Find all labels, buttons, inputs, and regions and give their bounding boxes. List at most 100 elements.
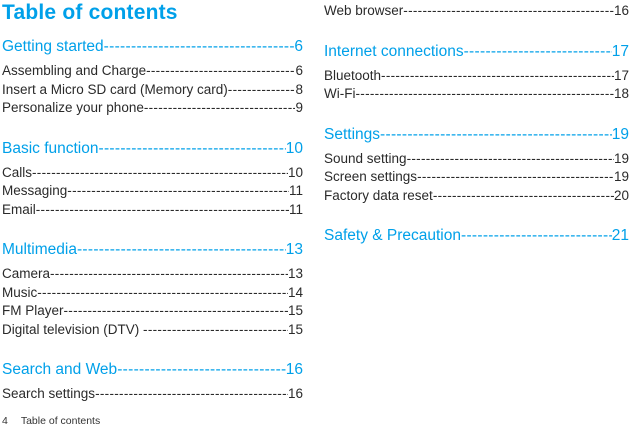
dash-leader: ----------------------------------------… — [355, 86, 613, 101]
toc-group-search-and-web: Search and Web--------------------------… — [2, 361, 303, 404]
toc-entry: Personalize your phone------------------… — [2, 99, 303, 118]
toc-entry: Insert a Micro SD card (Memory card)----… — [2, 81, 303, 100]
entry-label: Music — [2, 284, 38, 300]
toc-entry: Web browser-----------------------------… — [324, 2, 629, 21]
toc-entry: Digital television (DTV) ---------------… — [2, 321, 303, 340]
dash-leader: ----------------------------------------… — [50, 266, 288, 281]
dash-leader: ----------------------------------------… — [146, 63, 295, 78]
entry-page-number: 14 — [287, 284, 303, 300]
dash-leader: ----------------------------------------… — [381, 67, 614, 83]
section-page-number: 17 — [611, 42, 629, 60]
dash-leader: ----------------------------------------… — [37, 284, 288, 300]
section-page-number: 13 — [285, 241, 303, 258]
dash-leader: ----------------------------------------… — [461, 227, 612, 244]
entry-label: Wi-Fi — [324, 86, 356, 101]
section-label: Safety & Precaution — [324, 227, 461, 244]
dash-leader: ----------------------------------------… — [143, 321, 288, 337]
entry-page-number: 16 — [613, 3, 629, 18]
dash-leader: ----------------------------------------… — [117, 361, 286, 378]
dash-leader: ----------------------------------------… — [98, 139, 286, 157]
entry-page-number: 15 — [287, 321, 303, 337]
entry-page-number: 13 — [287, 266, 303, 281]
entry-label: Insert a Micro SD card (Memory card) — [2, 81, 228, 97]
dash-leader: ----------------------------------------… — [35, 201, 289, 217]
entry-label: Assembling and Charge — [2, 63, 147, 78]
entry-page-number: 20 — [613, 187, 629, 203]
toc-entry: Screen settings-------------------------… — [324, 168, 629, 187]
dash-leader: ----------------------------------------… — [227, 81, 296, 97]
entry-page-number: 17 — [613, 67, 629, 83]
entry-page-number: 6 — [295, 63, 303, 78]
toc-section-heading: Basic function--------------------------… — [2, 140, 303, 157]
entry-page-number: 11 — [288, 201, 303, 217]
toc-entry: Search settings-------------------------… — [2, 385, 303, 404]
section-page-number: 19 — [611, 125, 629, 143]
entry-page-number: 19 — [613, 150, 629, 166]
toc-entry: FM Player-------------------------------… — [2, 302, 303, 321]
entry-page-number: 11 — [288, 183, 303, 198]
dash-leader: ----------------------------------------… — [463, 42, 612, 60]
toc-entry: Messaging-------------------------------… — [2, 182, 303, 201]
entry-page-number: 15 — [287, 303, 303, 318]
dash-leader: ----------------------------------------… — [406, 150, 614, 166]
toc-group-getting-started: Getting started-------------------------… — [2, 38, 303, 118]
toc-section-heading: Search and Web--------------------------… — [2, 361, 303, 378]
toc-group-settings: Settings--------------------------------… — [324, 126, 629, 206]
section-page-number: 21 — [611, 227, 629, 244]
entry-label: Web browser — [324, 3, 404, 18]
toc-section-heading: Getting started-------------------------… — [2, 38, 303, 55]
dash-leader: ----------------------------------------… — [380, 125, 612, 143]
entry-label: Sound setting — [324, 150, 407, 166]
toc-entry: Sound setting---------------------------… — [324, 150, 629, 169]
toc-entry: Camera----------------------------------… — [2, 265, 303, 284]
dash-leader: ----------------------------------------… — [32, 164, 288, 180]
toc-group-multimedia: Multimedia------------------------------… — [2, 241, 303, 339]
dash-leader: ----------------------------------------… — [76, 241, 286, 258]
entry-label: Screen settings — [324, 169, 418, 184]
entry-label: Factory data reset — [324, 187, 433, 203]
toc-entry: Music-----------------------------------… — [2, 284, 303, 303]
toc-section-heading: Safety & Precaution---------------------… — [324, 227, 629, 244]
toc-entry: Bluetooth-------------------------------… — [324, 67, 629, 86]
page-title: Table of contents — [2, 1, 178, 24]
entry-label: Calls — [2, 164, 33, 180]
entry-page-number: 16 — [287, 386, 303, 401]
entry-label: Camera — [2, 266, 51, 281]
entry-page-number: 18 — [613, 86, 629, 101]
toc-entry: Calls-----------------------------------… — [2, 164, 303, 183]
toc-column-left: Table of contents Getting started-------… — [2, 2, 303, 426]
dash-leader: ----------------------------------------… — [417, 169, 614, 184]
dash-leader: ----------------------------------------… — [67, 183, 289, 198]
entry-page-number: 19 — [613, 169, 629, 184]
section-label: Settings — [324, 125, 381, 143]
entry-label: Digital television (DTV) — [2, 321, 144, 337]
section-page-number: 16 — [285, 361, 303, 378]
toc-section-heading: Multimedia------------------------------… — [2, 241, 303, 258]
toc-group-basic-function: Basic function--------------------------… — [2, 140, 303, 220]
toc-group-web-browser-continued: Web browser-----------------------------… — [324, 2, 629, 21]
dash-leader: ----------------------------------------… — [143, 100, 296, 115]
section-page-number: 6 — [294, 38, 303, 55]
section-label: Basic function — [2, 139, 99, 157]
entry-label: Personalize your phone — [2, 100, 144, 115]
footer-label: Table of contents — [20, 415, 101, 427]
footer-page-number: 4 — [2, 415, 8, 427]
dash-leader: ----------------------------------------… — [403, 3, 614, 18]
toc-section-heading: Internet connections--------------------… — [324, 43, 629, 60]
toc-entry: Factory data reset----------------------… — [324, 187, 629, 206]
entry-label: Bluetooth — [324, 67, 382, 83]
entry-label: Messaging — [2, 183, 68, 198]
toc-group-safety-precaution: Safety & Precaution---------------------… — [324, 227, 629, 244]
dash-leader: ----------------------------------------… — [432, 187, 614, 203]
entry-label: Email — [2, 201, 36, 217]
toc-column-right: Web browser-----------------------------… — [324, 2, 629, 426]
entry-label: Search settings — [2, 386, 96, 401]
toc-section-heading: Settings--------------------------------… — [324, 126, 629, 143]
section-label: Internet connections — [324, 42, 464, 60]
section-label: Multimedia — [2, 241, 77, 258]
entry-page-number: 9 — [295, 100, 303, 115]
section-page-number: 10 — [285, 139, 303, 157]
dash-leader: ----------------------------------------… — [95, 386, 288, 401]
